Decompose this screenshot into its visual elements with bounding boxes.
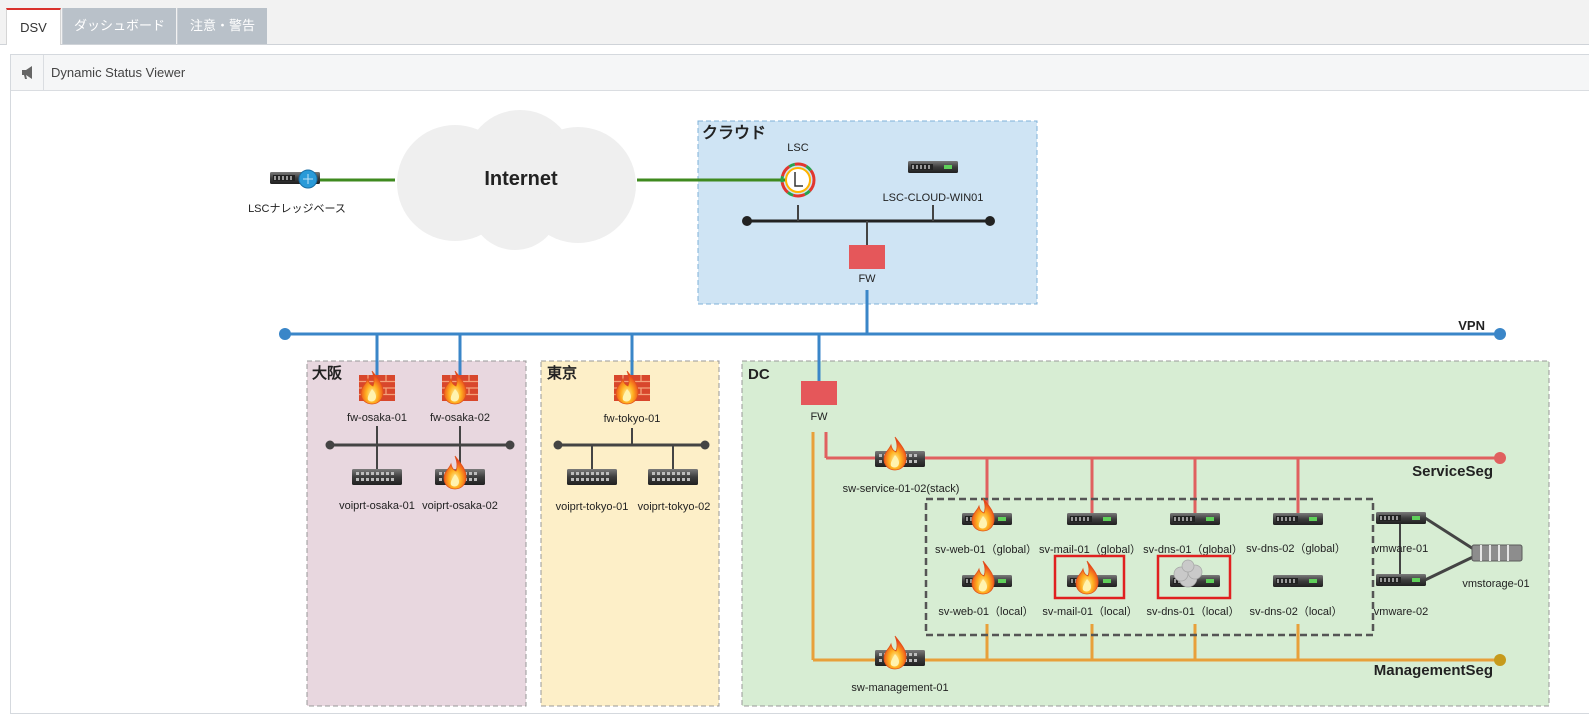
vpn-bus-end-left [279,328,291,340]
lsc-cloud-win01-server-icon[interactable] [908,161,958,173]
cloud-bus-end-right [985,216,995,226]
lsc-label: LSC [787,142,808,154]
cloud-region [697,120,1038,305]
internet-cloud [397,110,636,250]
management-seg-label: ManagementSeg [1374,662,1493,679]
sv-web-01-local-label: sv-web-01（local） [938,605,1033,618]
dc-fw-box[interactable] [801,381,837,405]
dc-fw-label: FW [810,411,828,423]
sv-dns-01-local-alert-frame [1156,554,1232,600]
cloud-bus-end-left [742,216,752,226]
panel-title: Dynamic Status Viewer [51,65,186,80]
tokyo-region [540,360,720,707]
vmware-01-server-icon[interactable] [1376,512,1426,524]
vmware-02-server-icon[interactable] [1376,574,1426,586]
osaka-bus-end-right [505,440,515,450]
vpn-bus-end-right [1494,328,1506,340]
cloud-fw-box[interactable] [849,245,885,269]
sv-dns-01-global-server-icon[interactable] [1170,513,1220,525]
internet-label: Internet [484,168,558,190]
sv-mail-01-global-label: sv-mail-01（global） [1039,543,1141,556]
voiprt-osaka-01-label: voiprt-osaka-01 [339,500,415,512]
sv-dns-01-global-label: sv-dns-01（global） [1143,543,1243,556]
tab-dsv[interactable]: DSV [6,8,61,45]
tokyo-title: 東京 [547,364,577,382]
tokyo-bus-end-left [553,440,563,450]
vmware-01-label: vmware-01 [1374,543,1428,555]
sv-dns-02-global-label: sv-dns-02（global） [1246,542,1346,555]
voiprt-osaka-01-switch-icon[interactable] [352,469,402,485]
sv-dns-01-local-label: sv-dns-01（local） [1147,605,1240,618]
sw-service-label: sw-service-01-02(stack) [843,483,960,495]
voiprt-tokyo-01-switch-icon[interactable] [567,469,617,485]
vmstorage-01-storage-icon[interactable] [1471,544,1523,562]
tokyo-bus-end-right [700,440,710,450]
osaka-bus-end-left [325,440,335,450]
link-vmware01-storage [1424,516,1476,552]
sv-mail-01-local-label: sv-mail-01（local） [1042,605,1137,618]
sw-management-label: sw-management-01 [851,682,948,694]
voiprt-tokyo-01-label: voiprt-tokyo-01 [556,501,629,513]
vmware-02-label: vmware-02 [1374,606,1428,618]
vmstorage-01-label: vmstorage-01 [1462,578,1529,590]
service-seg-end [1494,452,1506,464]
megaphone-icon [11,55,44,90]
sv-dns-02-local-server-icon[interactable] [1273,575,1323,587]
panel-header: Dynamic Status Viewer [11,55,1589,91]
management-seg-end [1494,654,1506,666]
knowledge-base-server-icon[interactable] [270,169,320,189]
tab-bar: DSV ダッシュボード 注意・警告 [0,0,1589,45]
sv-mail-01-global-server-icon[interactable] [1067,513,1117,525]
sv-web-01-global-label: sv-web-01（global） [935,543,1037,556]
voiprt-tokyo-02-label: voiprt-tokyo-02 [638,501,711,513]
cloud-fw-label: FW [858,273,876,285]
dc-region [741,360,1550,707]
server-group-frame [924,497,1375,637]
dc-title: DC [748,366,770,383]
lsc-cloud-win01-label: LSC-CLOUD-WIN01 [883,192,984,204]
vpn-label: VPN [1458,318,1485,333]
tab-alerts[interactable]: 注意・警告 [177,8,267,44]
fw-osaka-02-label: fw-osaka-02 [430,412,490,424]
osaka-title: 大阪 [312,364,343,382]
lsc-logo-icon[interactable] [780,162,816,198]
fw-osaka-01-label: fw-osaka-01 [347,412,407,424]
sv-dns-02-local-label: sv-dns-02（local） [1250,605,1343,618]
tab-dashboard[interactable]: ダッシュボード [62,8,176,44]
knowledge-base-label: LSCナレッジベース [248,202,346,215]
osaka-region [306,360,527,707]
link-vmware02-storage [1424,554,1476,582]
service-seg-label: ServiceSeg [1412,463,1493,480]
sv-mail-01-local-alert-frame [1053,554,1126,600]
fw-tokyo-01-label: fw-tokyo-01 [604,413,661,425]
voiprt-osaka-02-label: voiprt-osaka-02 [422,500,498,512]
cloud-title: クラウド [702,124,766,142]
voiprt-tokyo-02-switch-icon[interactable] [648,469,698,485]
sv-dns-02-global-server-icon[interactable] [1273,513,1323,525]
sv-dns-01-local-smoke-icon [1173,559,1203,588]
